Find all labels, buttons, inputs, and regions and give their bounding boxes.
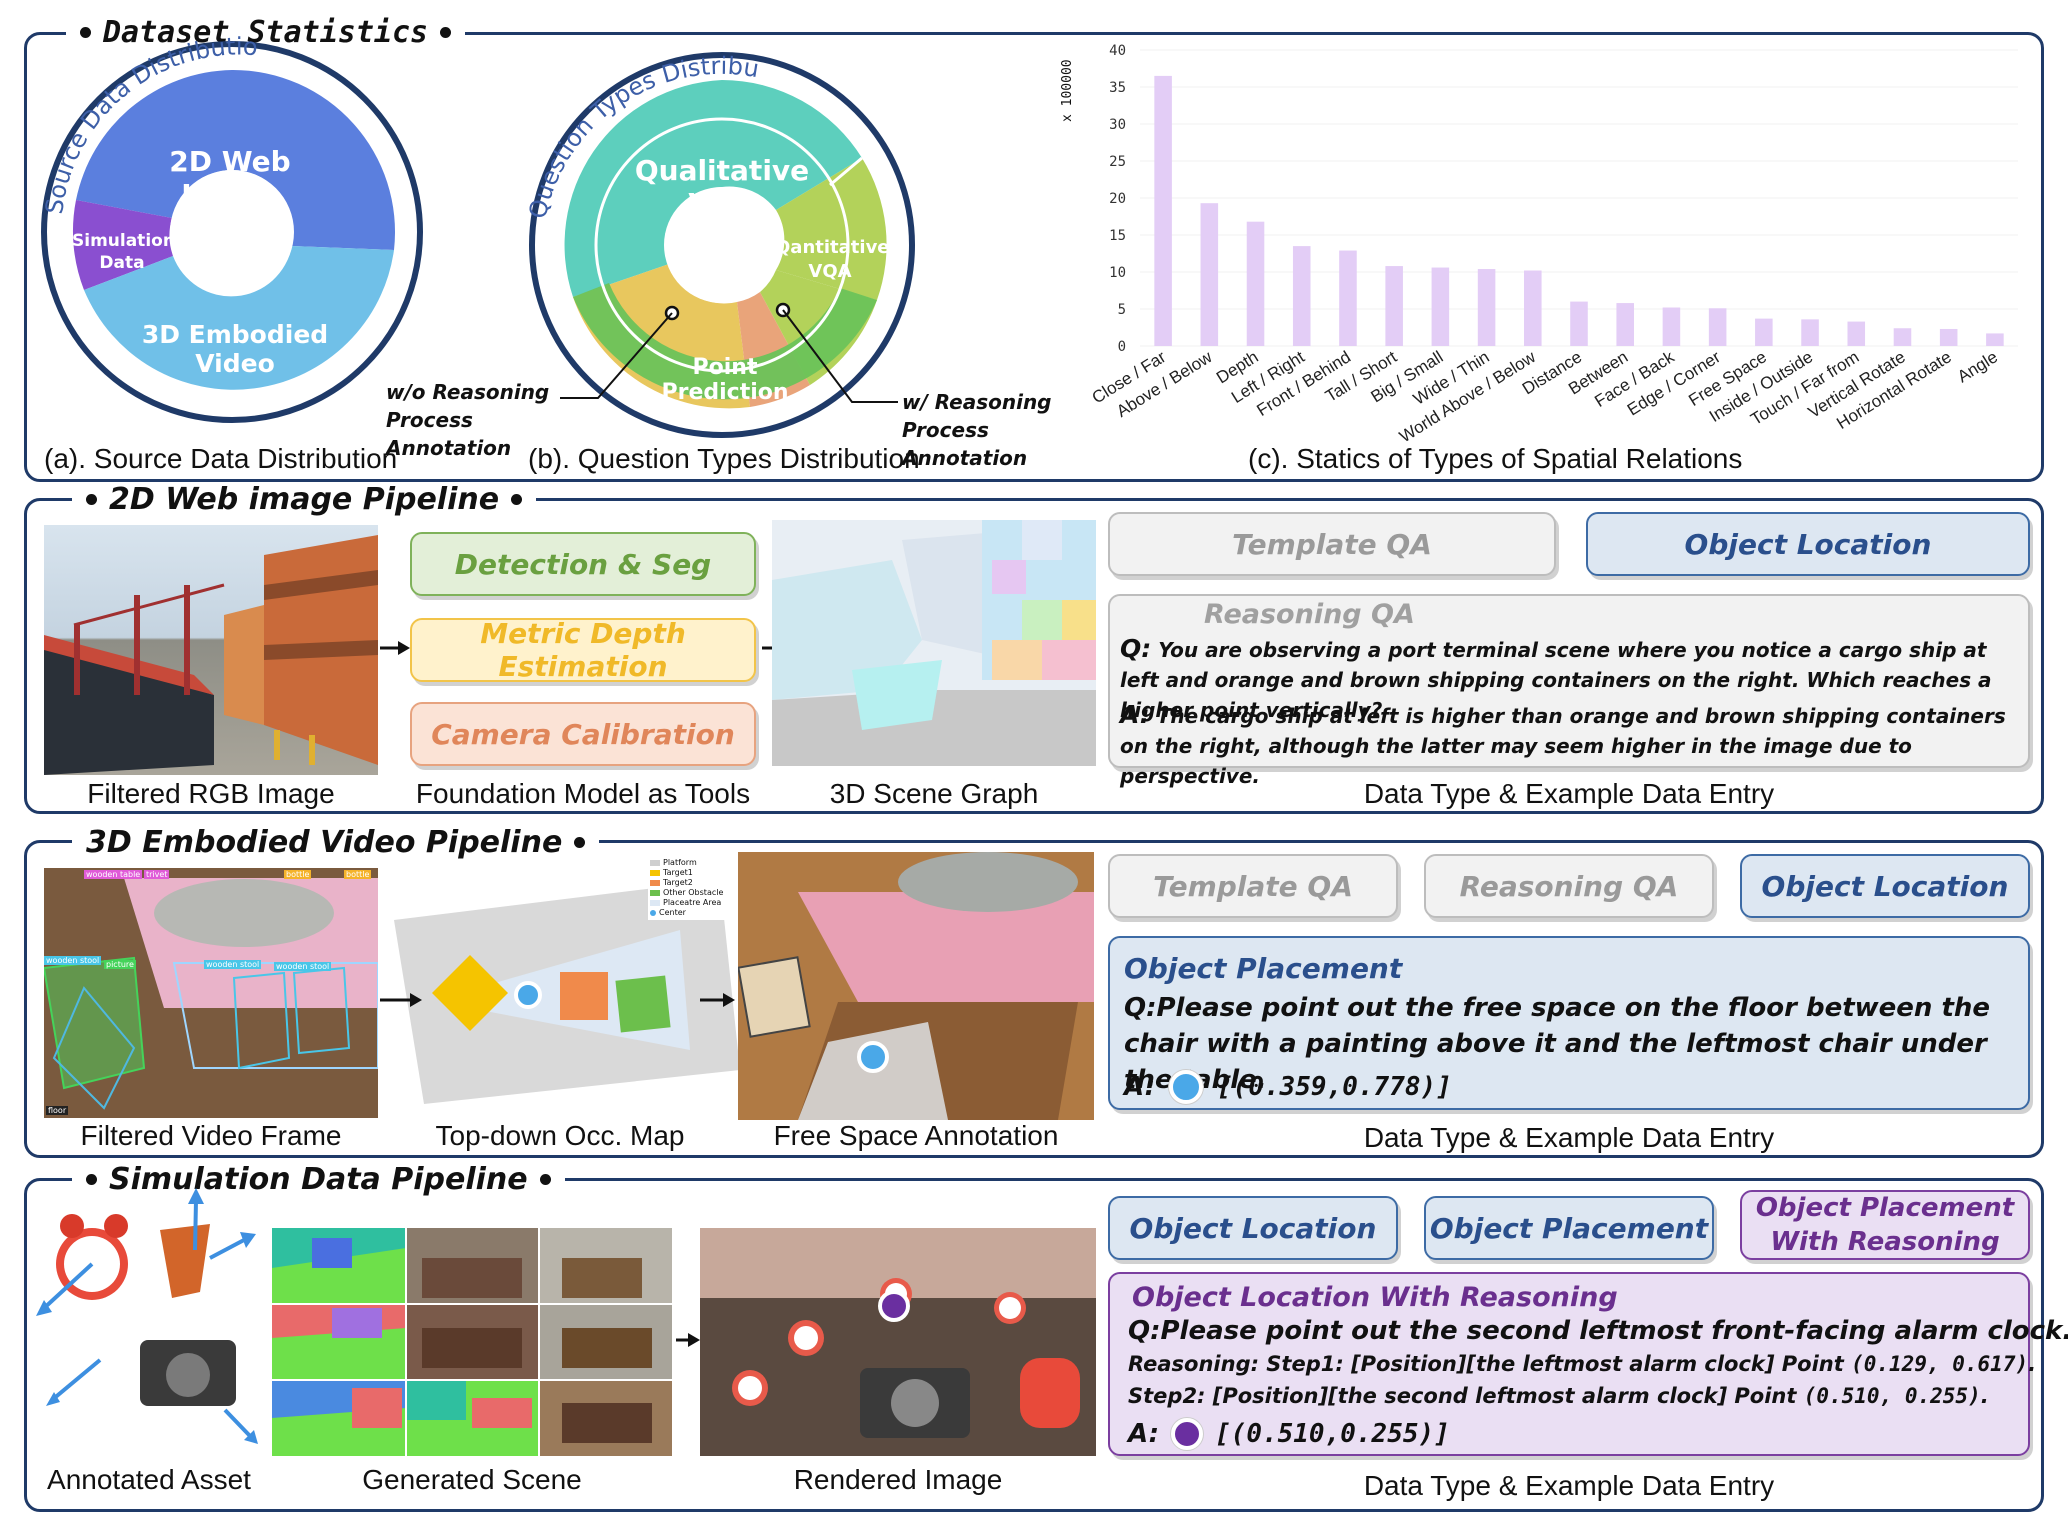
caption-rendered-image: Rendered Image bbox=[793, 1464, 1003, 1495]
object-placement-card bbox=[1108, 936, 2030, 1110]
free-space-annotation-image bbox=[738, 852, 1094, 1120]
legend-swatch bbox=[650, 860, 660, 866]
label-qualitative-vqa: Qualitative VQA bbox=[634, 154, 810, 220]
caption-scene-graph: 3D Scene Graph bbox=[829, 778, 1039, 809]
web-question: Q: You are observing a port terminal sce… bbox=[1120, 634, 1992, 722]
object-placement-box-sim: Object Placement bbox=[1424, 1196, 1714, 1260]
dataset-statistics-title: Dataset Statistics bbox=[66, 14, 466, 50]
label-simulation-data: Simulation Data bbox=[72, 231, 175, 273]
location-reasoning-card bbox=[1108, 1272, 2030, 1456]
reasoning-qa-title: Reasoning QA bbox=[1204, 599, 1415, 630]
caption-free-space: Free Space Annotation bbox=[773, 1120, 1059, 1151]
object-location-box-sim: Object Location bbox=[1108, 1196, 1398, 1260]
placement-point-icon bbox=[1169, 1070, 1204, 1104]
legend-item: Platform bbox=[650, 858, 728, 868]
3d-scene-graph bbox=[772, 520, 1096, 766]
legend-item: Center bbox=[650, 908, 728, 918]
frame-label: wooden table bbox=[84, 870, 143, 879]
legend-item: Other Obstacle bbox=[650, 888, 728, 898]
web-answer: A: The cargo ship at left is higher than… bbox=[1120, 700, 2006, 788]
legend-label: Center bbox=[659, 908, 686, 917]
legend-label: Platform bbox=[663, 858, 697, 867]
reasoning-qa-card bbox=[1108, 594, 2030, 768]
location-point-icon bbox=[1171, 1418, 1204, 1450]
frame-label: trivet bbox=[144, 870, 170, 879]
object-location-box-web: Object Location bbox=[1586, 512, 2030, 576]
legend-swatch bbox=[650, 890, 660, 896]
caption-a: (a). Source Data Distribution bbox=[44, 443, 398, 474]
caption-video-frame: Filtered Video Frame bbox=[80, 1120, 342, 1151]
video-pipeline-title: 3D Embodied Video Pipeline bbox=[72, 825, 600, 860]
sim-question: Q:Please point out the second leftmost f… bbox=[1128, 1316, 2068, 1346]
sim-pipeline-title: Simulation Data Pipeline bbox=[72, 1162, 565, 1197]
legend-item: Target2 bbox=[650, 878, 728, 888]
template-qa-box-video: Template QA bbox=[1108, 854, 1398, 918]
caption-c: (c). Statics of Types of Spatial Relatio… bbox=[1248, 443, 1743, 474]
object-placement-title: Object Placement bbox=[1124, 952, 1403, 985]
web-pipeline-title: 2D Web image Pipeline bbox=[72, 482, 537, 517]
y-axis-unit-label: x 100000 bbox=[1060, 59, 1075, 122]
frame-label: bottle bbox=[284, 870, 312, 879]
video-answer: A: [(0.359,0.778)] bbox=[1124, 1070, 1452, 1104]
caption-generated-scene: Generated Scene bbox=[362, 1464, 582, 1495]
template-qa-box-web: Template QA bbox=[1108, 512, 1556, 576]
metric-depth-box: Metric Depth Estimation bbox=[410, 617, 756, 683]
filtered-video-frame: wooden table trivet bottle trivet bottle… bbox=[44, 868, 378, 1118]
caption-data-type-video: Data Type & Example Data Entry bbox=[1363, 1122, 1775, 1153]
legend-swatch bbox=[650, 910, 656, 916]
legend-item: Placeatre Area bbox=[650, 898, 728, 908]
caption-data-type-sim: Data Type & Example Data Entry bbox=[1363, 1470, 1775, 1501]
label-point-prediction: Point Prediction bbox=[661, 355, 789, 405]
frame-label: wooden stool bbox=[204, 960, 262, 969]
label-2d-web-image: 2D Web Image bbox=[169, 145, 291, 211]
sim-answer: A: [(0.510,0.255)] bbox=[1128, 1418, 1450, 1450]
label-qantitative-vqa: Qantitative VQA bbox=[775, 237, 890, 282]
detection-seg-box: Detection & Seg bbox=[410, 532, 756, 596]
callout-wo-reasoning: w/o Reasoning Process Annotation bbox=[386, 380, 550, 460]
legend-swatch bbox=[650, 880, 660, 886]
filtered-rgb-image bbox=[44, 525, 378, 775]
legend-label: Target2 bbox=[663, 878, 693, 887]
placement-reasoning-box-sim: Object Placement With Reasoning bbox=[1740, 1190, 2030, 1260]
sim-reasoning-step2: Step2: [Position][the second leftmost al… bbox=[1128, 1384, 1989, 1408]
location-reasoning-title: Object Location With Reasoning bbox=[1132, 1282, 1618, 1313]
web-pipeline-panel bbox=[24, 498, 2044, 814]
caption-foundation-model: Foundation Model as Tools bbox=[415, 778, 751, 809]
legend-swatch bbox=[650, 870, 660, 876]
caption-b: (b). Question Types Distribution bbox=[528, 443, 920, 474]
sim-pipeline-panel bbox=[24, 1178, 2044, 1512]
caption-filtered-rgb: Filtered RGB Image bbox=[87, 778, 335, 809]
reasoning-qa-box-video: Reasoning QA bbox=[1424, 854, 1714, 918]
frame-label: bottle bbox=[344, 870, 372, 879]
sim-reasoning-step1: Reasoning: Step1: [Position][the leftmos… bbox=[1128, 1352, 2037, 1376]
rendered-image bbox=[700, 1228, 1096, 1456]
legend-label: Target1 bbox=[663, 868, 693, 877]
label-3d-embodied-video: 3D Embodied Video bbox=[141, 320, 329, 378]
legend-label: Other Obstacle bbox=[663, 888, 724, 897]
object-location-box-video: Object Location bbox=[1740, 854, 2030, 918]
frame-label: wooden stool bbox=[274, 962, 332, 971]
legend-item: Target1 bbox=[650, 868, 728, 878]
caption-data-type-web: Data Type & Example Data Entry bbox=[1363, 778, 1775, 809]
legend-swatch bbox=[650, 900, 660, 906]
frame-label: wooden stool bbox=[44, 956, 102, 965]
frame-label: picture bbox=[104, 960, 136, 969]
caption-annotated-asset: Annotated Asset bbox=[47, 1464, 251, 1495]
legend-label: Placeatre Area bbox=[663, 898, 722, 907]
dataset-statistics-panel bbox=[24, 32, 2044, 482]
video-pipeline-panel bbox=[24, 840, 2044, 1158]
frame-label: floor bbox=[46, 1106, 69, 1115]
callout-w-reasoning: w/ Reasoning Process Annotation bbox=[902, 390, 1052, 470]
caption-occ-map: Top-down Occ. Map bbox=[435, 1120, 685, 1151]
camera-calibration-box: Camera Calibration bbox=[410, 702, 756, 766]
generated-scene-grid bbox=[272, 1228, 672, 1456]
